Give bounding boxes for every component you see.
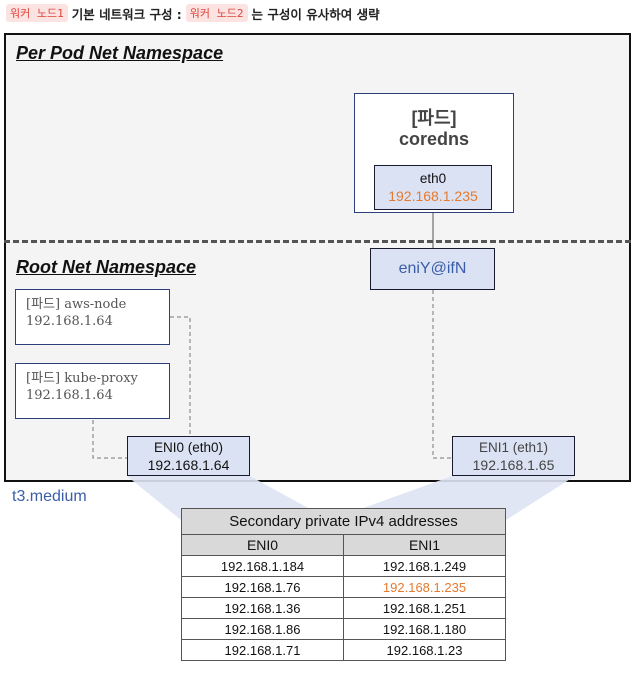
instance-type-label: t3.medium xyxy=(12,488,87,505)
table-caption: Secondary private IPv4 addresses xyxy=(181,508,506,535)
table-cell: 192.168.1.251 xyxy=(343,597,506,619)
eth0-label: eth0 xyxy=(419,171,447,186)
header-text-1: 기본 네트워크 구성 : xyxy=(71,6,182,22)
table-cell: 192.168.1.184 xyxy=(181,555,344,577)
table-cell: 192.168.1.23 xyxy=(343,639,506,661)
eni0-ip: 192.168.1.64 xyxy=(147,457,230,473)
aws-node-label: [파드] aws-node xyxy=(26,297,127,312)
kube-proxy-pod[interactable]: [파드] kube-proxy 192.168.1.64 xyxy=(15,363,170,419)
kube-proxy-label: [파드] kube-proxy xyxy=(26,371,138,386)
coredns-pod[interactable]: [파드] coredns eth0 192.168.1.235 xyxy=(354,93,514,213)
eni1-interface[interactable]: ENI1 (eth1) 192.168.1.65 xyxy=(452,436,575,476)
column-header-eni0: ENI0 xyxy=(181,534,344,556)
table-row: 192.168.1.184 192.168.1.249 xyxy=(181,555,506,577)
eth0-ip: 192.168.1.235 xyxy=(388,188,478,204)
namespace-divider xyxy=(4,240,631,243)
eth0-interface[interactable]: eth0 192.168.1.235 xyxy=(374,165,492,210)
kube-proxy-ip: 192.168.1.64 xyxy=(26,388,113,403)
table-cell-highlight: 192.168.1.235 xyxy=(343,576,506,598)
table-cell: 192.168.1.180 xyxy=(343,618,506,640)
eni0-label: ENI0 (eth0) xyxy=(153,440,224,455)
secondary-ip-table: Secondary private IPv4 addresses ENI0 EN… xyxy=(181,508,506,661)
header-text-2: 는 구성이 유사하여 생략 xyxy=(251,6,380,22)
header: 워커 노드1 기본 네트워크 구성 : 워커 노드2 는 구성이 유사하여 생략 xyxy=(6,2,380,24)
veth-interface[interactable]: eniY@ifN xyxy=(370,248,495,290)
eni1-ip: 192.168.1.65 xyxy=(472,457,555,473)
aws-node-pod[interactable]: [파드] aws-node 192.168.1.64 xyxy=(15,289,170,345)
table-cell: 192.168.1.36 xyxy=(181,597,344,619)
eni0-interface[interactable]: ENI0 (eth0) 192.168.1.64 xyxy=(127,436,250,476)
aws-node-ip: 192.168.1.64 xyxy=(26,314,113,329)
worker-node2-tag: 워커 노드2 xyxy=(185,4,248,22)
table-cell: 192.168.1.71 xyxy=(181,639,344,661)
table-row: 192.168.1.71 192.168.1.23 xyxy=(181,639,506,661)
worker-node1-tag: 워커 노드1 xyxy=(6,4,68,22)
pod-title: [파드] xyxy=(411,108,457,128)
table-row: 192.168.1.86 192.168.1.180 xyxy=(181,618,506,640)
eni1-label: ENI1 (eth1) xyxy=(478,440,549,455)
table-row: 192.168.1.36 192.168.1.251 xyxy=(181,597,506,619)
table-cell: 192.168.1.86 xyxy=(181,618,344,640)
veth-label: eniY@ifN xyxy=(398,260,467,277)
root-namespace-title: Root Net Namespace xyxy=(16,257,197,277)
pod-name: coredns xyxy=(398,129,470,149)
pod-namespace-title: Per Pod Net Namespace xyxy=(16,43,224,63)
table-cell: 192.168.1.76 xyxy=(181,576,344,598)
table-row: 192.168.1.76 192.168.1.235 xyxy=(181,576,506,598)
column-header-eni1: ENI1 xyxy=(343,534,506,556)
table-cell: 192.168.1.249 xyxy=(343,555,506,577)
